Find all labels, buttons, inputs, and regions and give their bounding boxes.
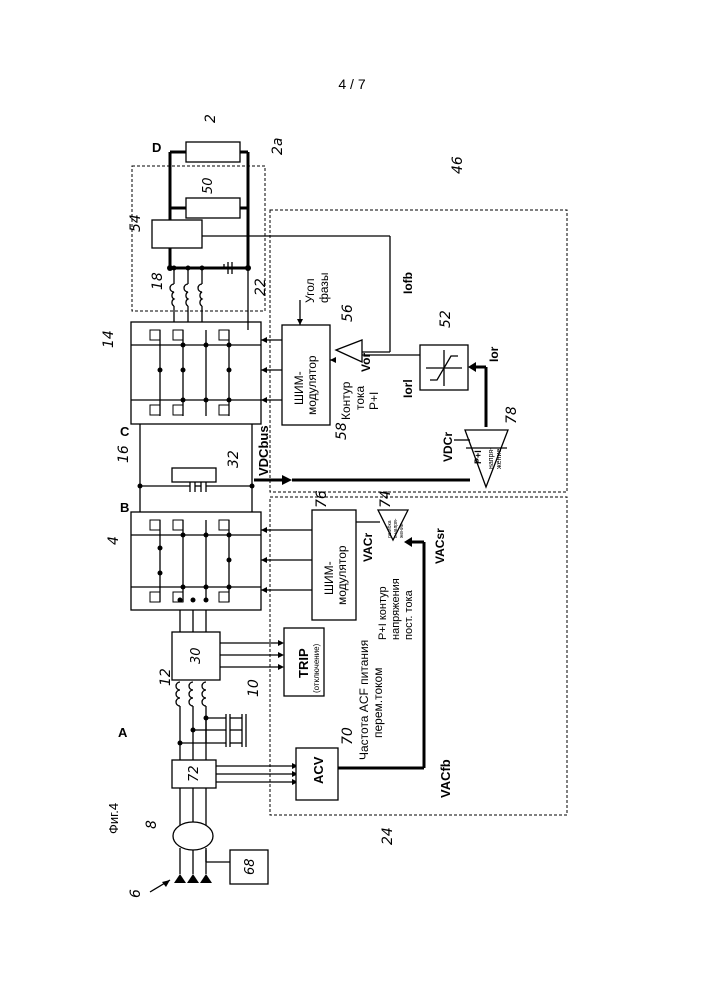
pi-voltage-label-2: напря- (488, 447, 495, 469)
ref-50: 50 (201, 177, 216, 194)
ref-18: 18 (150, 272, 166, 290)
output-lines-18 (170, 266, 206, 323)
ref-58: 58 (334, 422, 350, 440)
signal-vacsr: VACsr (433, 528, 447, 564)
current-loop-label-2: тока (353, 385, 367, 410)
error-label-3: жении (399, 523, 405, 538)
pwm1-label-1: ШИМ- (322, 561, 336, 595)
ref-32: 32 (226, 450, 242, 468)
trip-signal-lines (220, 640, 284, 670)
ref-8: 8 (144, 820, 160, 829)
ref-4: 4 (106, 536, 122, 545)
grid-source-6 (150, 848, 212, 892)
ref-56: 56 (340, 304, 356, 322)
signal-vacr: VACr (361, 533, 375, 562)
sensor-54 (152, 220, 202, 248)
ref-72: 72 (187, 765, 202, 782)
dc-loop-label-1: P+I контур (377, 586, 389, 640)
signal-vor: Vor (359, 353, 373, 372)
ref-10: 10 (246, 679, 262, 697)
current-loop-label-3: P+I (367, 392, 381, 410)
ref-46: 46 (450, 156, 466, 174)
ref-14: 14 (101, 330, 117, 348)
pwm1-to-inverter-lines (261, 527, 312, 593)
pi-voltage-label-3: жение (496, 449, 503, 469)
transformer-8 (173, 822, 213, 850)
filter-capacitors-10 (178, 714, 247, 747)
signal-iorl: Iorl (401, 379, 415, 398)
ref-52: 52 (438, 310, 454, 328)
trip-label: TRIP (296, 648, 311, 678)
signal-ior: Ior (487, 346, 501, 362)
ref-22: 22 (253, 278, 269, 296)
acf-label-1: Частота ACF питания (357, 640, 371, 760)
ref-12: 12 (158, 668, 174, 686)
phase-label-1: Угол (303, 278, 317, 303)
ref-70: 70 (340, 727, 356, 745)
dc-loop-label-3: пост. тока (403, 589, 415, 640)
ref-2a: 2a (270, 138, 286, 156)
ref-76: 76 (314, 490, 330, 508)
trip-sublabel: (отключение) (312, 643, 321, 693)
pi-voltage-label-1: P+I (473, 450, 483, 464)
signal-vdcbus: VDCbus (256, 425, 271, 476)
ref-30: 30 (189, 647, 204, 664)
load-50 (186, 198, 240, 218)
pwm1-label-2: модулятор (335, 545, 349, 605)
signal-vacfb: VACfb (438, 759, 453, 798)
ref-74: 74 (378, 490, 394, 508)
inductors-12 (176, 680, 210, 706)
load-2 (186, 142, 240, 162)
node-b: B (120, 500, 129, 515)
ref-2: 2 (203, 114, 219, 123)
ref-54: 54 (128, 214, 144, 232)
pwm2-label-1: ШИМ- (292, 371, 306, 405)
phase-label-2: фазы (317, 272, 331, 303)
pwm2-to-inverter-lines (261, 337, 282, 403)
signal-iofb: Iofb (401, 272, 415, 294)
signal-vdcr: VDCr (441, 432, 455, 462)
dc-loop-label-2: напряжения (390, 578, 402, 640)
node-d: D (152, 140, 161, 155)
ref-68: 68 (243, 858, 258, 875)
node-a: A (118, 725, 128, 740)
sensor-72-signal-lines (216, 763, 298, 785)
ref-16: 16 (116, 445, 132, 463)
sensor-32 (172, 468, 216, 482)
acf-label-2: перем.током (371, 668, 385, 738)
node-c: C (120, 424, 130, 439)
figure-label: Фиг.4 (106, 803, 121, 834)
ref-6: 6 (128, 889, 144, 898)
ref-24: 24 (380, 827, 396, 845)
acv-label: ACV (311, 756, 326, 784)
current-loop-label-1: Контур (339, 381, 353, 420)
pwm2-label-2: модулятор (305, 355, 319, 415)
ref-78: 78 (504, 406, 520, 424)
